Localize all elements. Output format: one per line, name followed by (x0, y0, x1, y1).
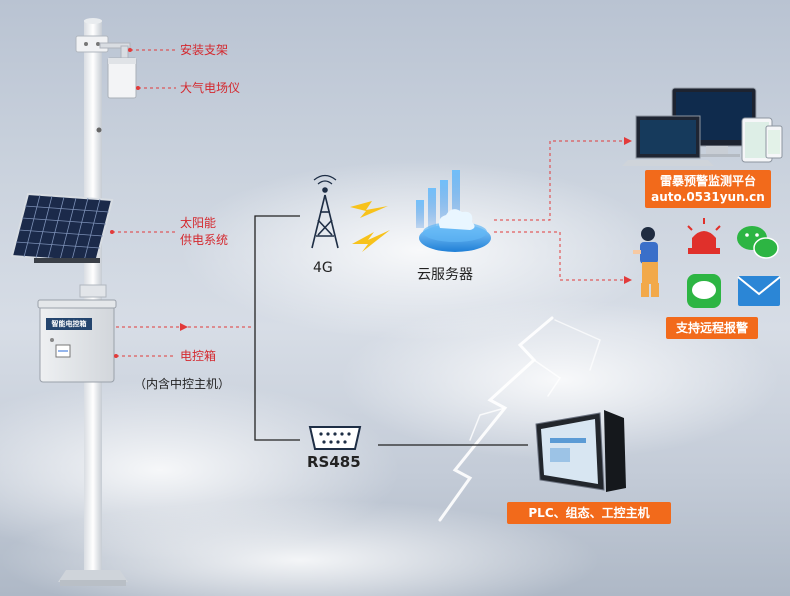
control-box-label: 电控箱 (180, 349, 217, 363)
bus-lines (254, 215, 528, 446)
rs485-label: RS485 (307, 453, 361, 471)
signal-bolt-icon (350, 201, 390, 252)
alarm-person-icon (633, 227, 659, 297)
email-icon (737, 276, 781, 306)
cloud-server-label: 云服务器 (417, 267, 473, 283)
callout-dots (110, 48, 632, 358)
field-meter-device (107, 57, 137, 99)
cell-label: 4G (313, 260, 333, 276)
plc-badge: PLC、组态、工控主机 (507, 502, 671, 524)
sky-clouds (0, 160, 780, 596)
mount-bracket-label: 安装支架 (180, 43, 229, 57)
lightning-icon (438, 316, 601, 522)
cloud-server-icon (416, 170, 491, 252)
wechat-icon (737, 226, 779, 259)
monitor-devices-icon (622, 87, 783, 166)
solar-panel (10, 192, 114, 264)
solar-label-line1: 太阳能 (180, 216, 217, 230)
platform-badge: 雷暴预警监测平台 auto.0531yun.cn (645, 170, 771, 208)
cell-tower-icon (311, 174, 339, 249)
control-box-note: （内含中控主机） (134, 377, 231, 391)
platform-badge-url: auto.0531yun.cn (651, 190, 765, 204)
solar-label-line2: 供电系统 (180, 233, 229, 247)
control-box (37, 299, 117, 383)
panel-pc-icon (535, 410, 626, 492)
rs485-connector-icon (308, 426, 362, 450)
field-meter-label: 大气电场仪 (180, 81, 241, 95)
platform-badge-title: 雷暴预警监测平台 (659, 174, 756, 188)
sms-icon (687, 274, 721, 308)
siren-icon (687, 218, 721, 254)
box-nameplate: 智能电控箱 (51, 320, 87, 328)
alarm-badge: 支持远程报警 (666, 317, 758, 339)
